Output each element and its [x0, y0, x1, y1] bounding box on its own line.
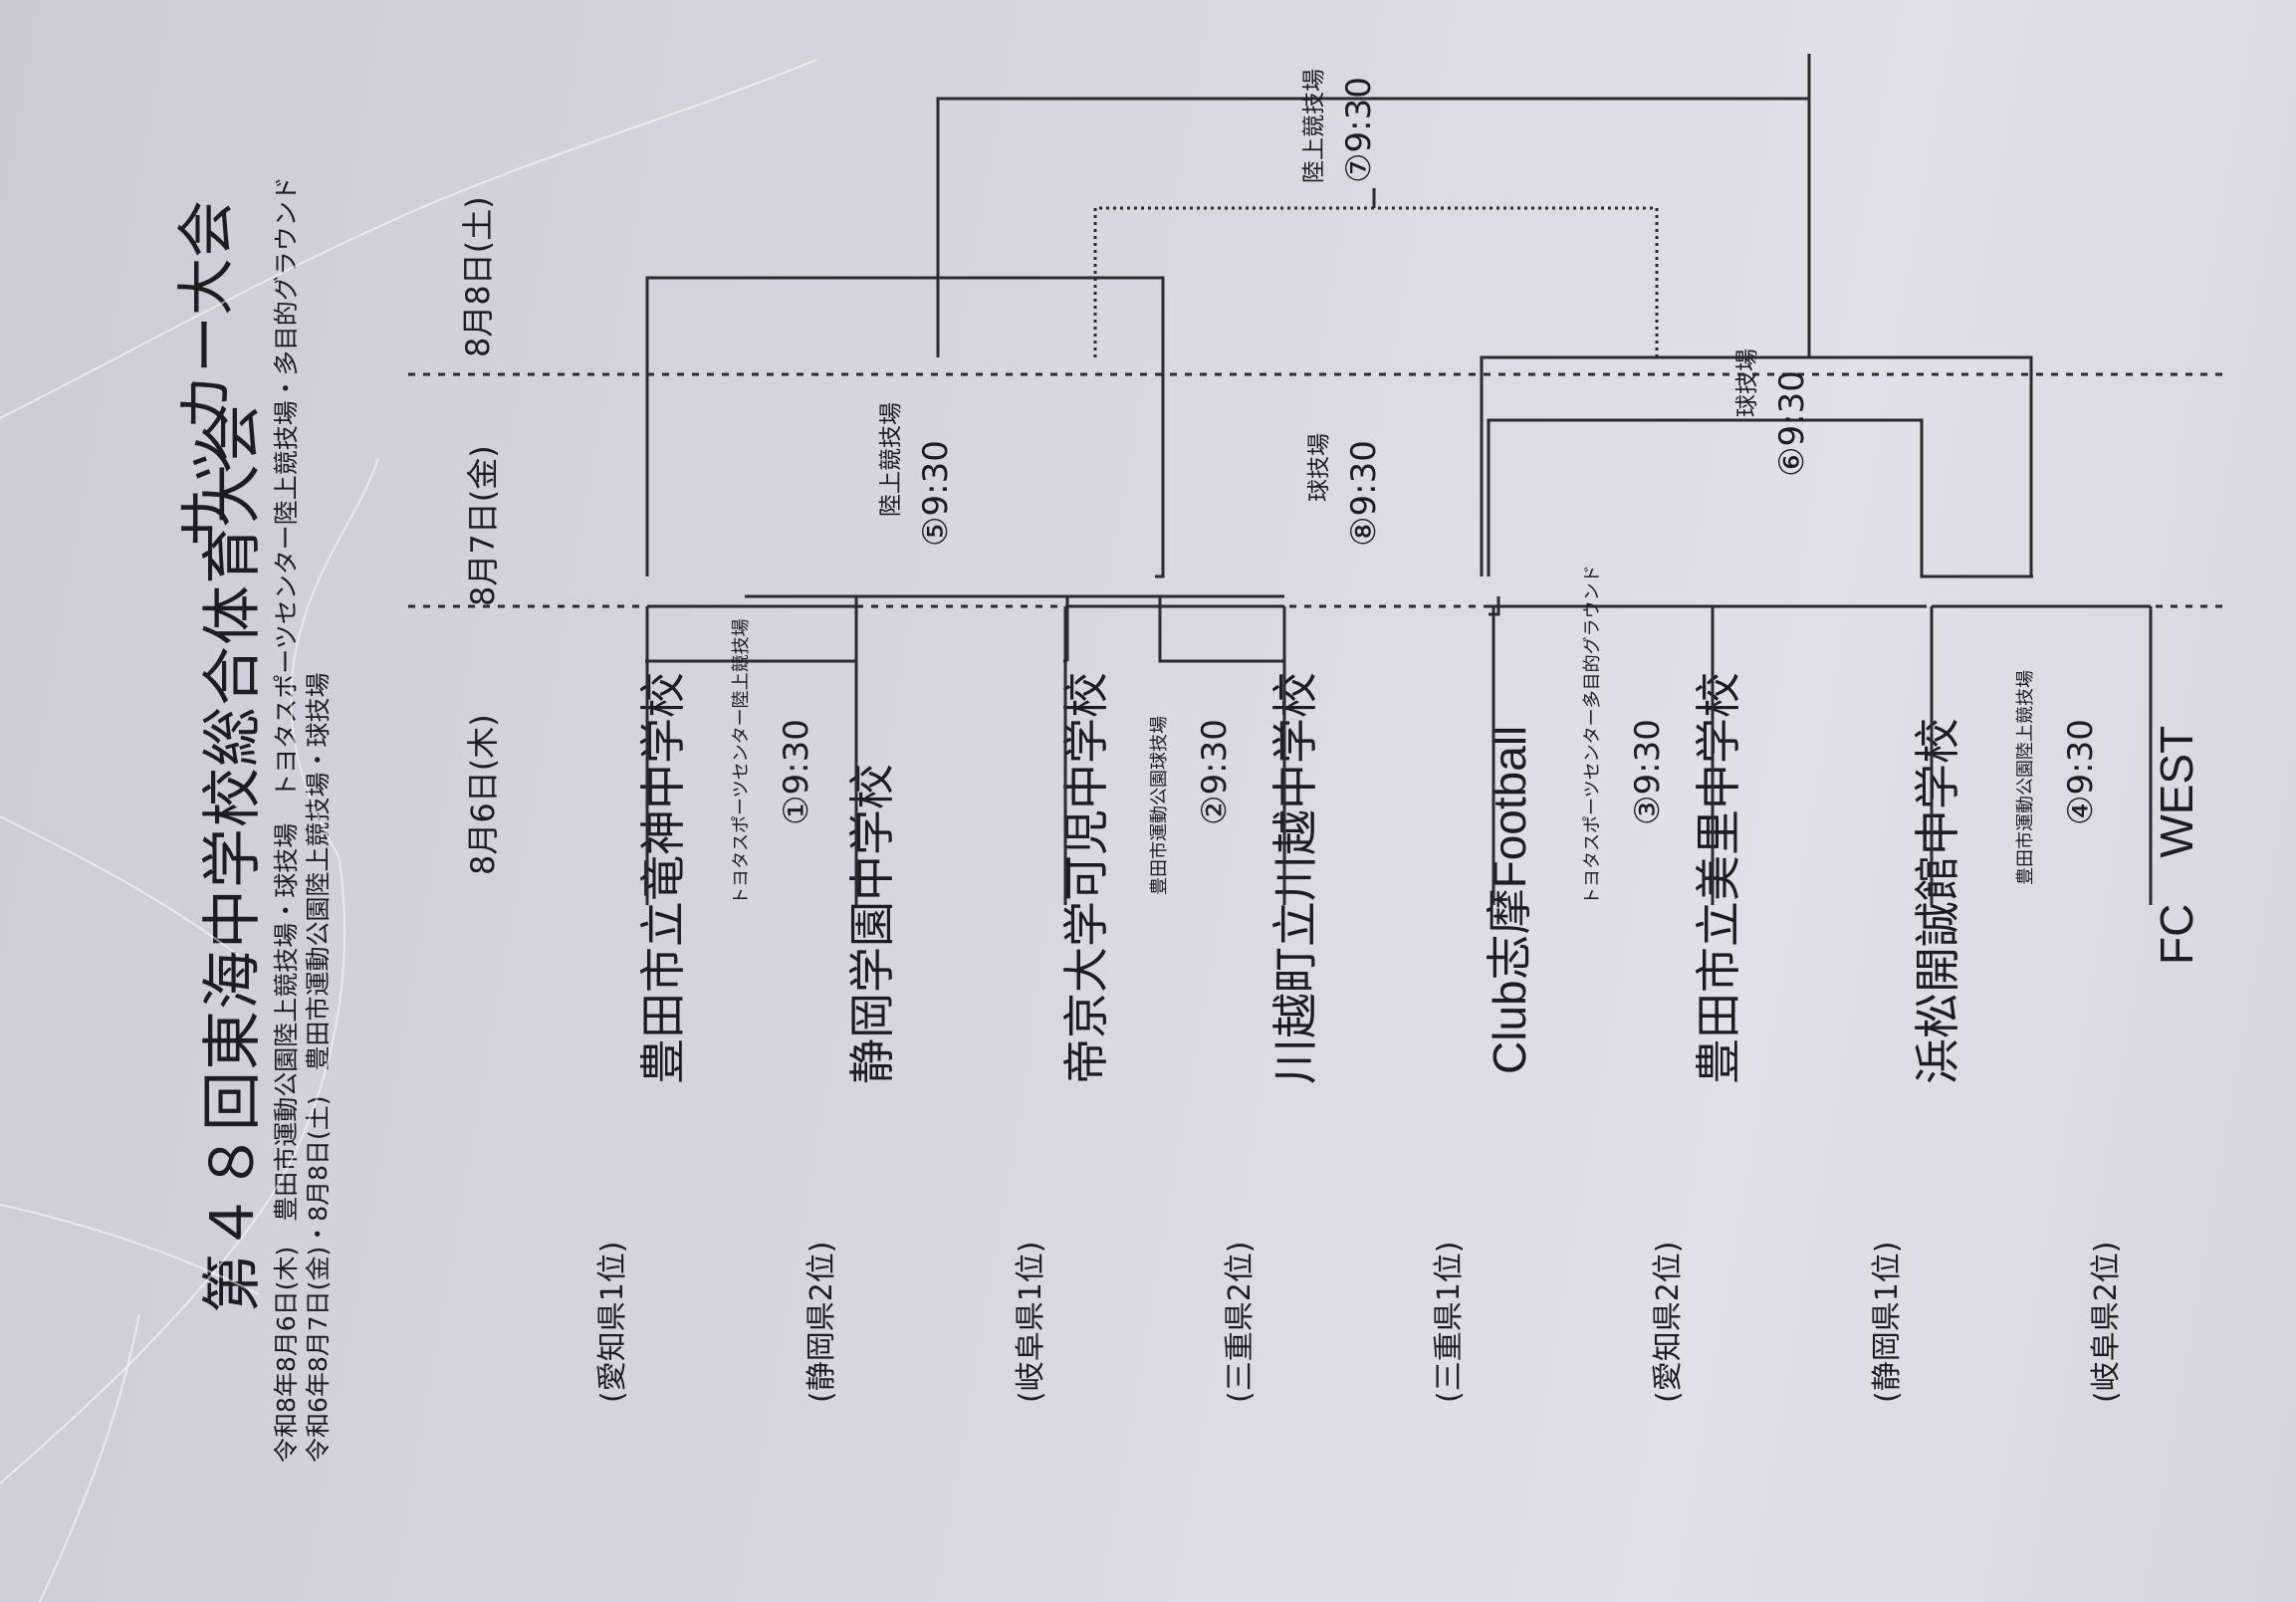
match-3-venue: トヨタスポーツセンター多目的グラウンド: [1582, 565, 1603, 905]
match-4-time: ④9:30: [2061, 719, 2101, 825]
match-8-venue: 球技場: [1306, 433, 1332, 502]
match-2-time: ②9:30: [1195, 719, 1235, 825]
match-7-time: ⑦9:30: [1339, 77, 1379, 183]
match-5-time: ⑤9:30: [916, 440, 956, 547]
match-3-time: ③9:30: [1628, 719, 1668, 825]
match-7-venue: 陸上競技場: [1301, 69, 1327, 183]
match-1-venue: トヨタスポーツセンター陸上競技場: [731, 618, 752, 905]
bracket-match-4: [1713, 418, 1927, 578]
bracket-match-3: [1487, 418, 1713, 576]
match-6-time: ⑥9:30: [1772, 370, 1812, 477]
match-8-time: ⑧9:30: [1344, 440, 1384, 547]
bracket-semi-2: [1480, 355, 2033, 576]
bracket-final: [936, 97, 1811, 357]
match-2-venue: 豊田市運動公園球技場: [1149, 716, 1170, 895]
match-5-venue: 陸上競技場: [878, 402, 904, 517]
bracket-match-2b: [1067, 594, 1284, 663]
bracket-match-3a: [1489, 596, 1500, 616]
match-6-venue: 球技場: [1734, 348, 1760, 417]
match-1-time: ①9:30: [777, 719, 816, 825]
match-4-venue: 豊田市運動公園陸上競技場: [2015, 670, 2036, 885]
